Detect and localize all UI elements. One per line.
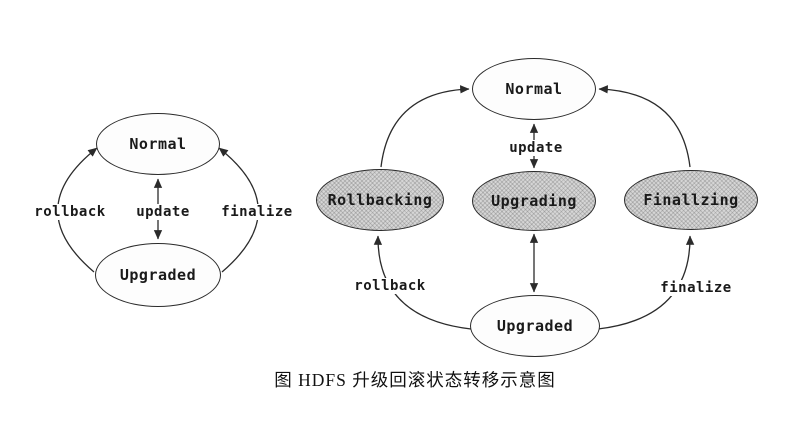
edge-right-finalize-arc <box>597 235 695 330</box>
edge-label-update-right: update <box>488 140 584 156</box>
figure-caption: 图 HDFS 升级回滚状态转移示意图 <box>274 370 556 390</box>
state-label: Finallzing <box>643 191 739 209</box>
state-label: Rollbacking <box>327 191 433 209</box>
state-label: Upgraded <box>119 266 197 284</box>
edge-label-rollback-left: rollback <box>22 204 118 220</box>
edge-label-finalize-right: finalize <box>648 280 744 296</box>
edge-right-rollback-arc <box>373 235 472 330</box>
state-node-normal-right: Normal <box>472 58 596 120</box>
edge-label-rollback-right: rollback <box>342 278 438 294</box>
state-label: Normal <box>505 80 563 98</box>
state-node-finallzing: Finallzing <box>624 170 758 230</box>
state-node-upgraded-left: Upgraded <box>95 243 221 307</box>
edge-right-finallzing-to-normal-arc <box>598 85 691 168</box>
state-label: Upgraded <box>496 317 574 335</box>
edge-label-update-left: update <box>115 204 211 220</box>
state-node-upgraded-right: Upgraded <box>470 295 600 357</box>
state-label: Normal <box>129 135 187 153</box>
edge-label-finalize-left: finalize <box>209 204 305 220</box>
state-node-normal-left: Normal <box>96 113 220 175</box>
state-label: Upgrading <box>491 192 577 210</box>
state-node-rollbacking: Rollbacking <box>316 169 444 231</box>
state-node-upgrading: Upgrading <box>472 171 596 231</box>
edge-right-rollbacking-to-normal-arc <box>380 85 470 168</box>
